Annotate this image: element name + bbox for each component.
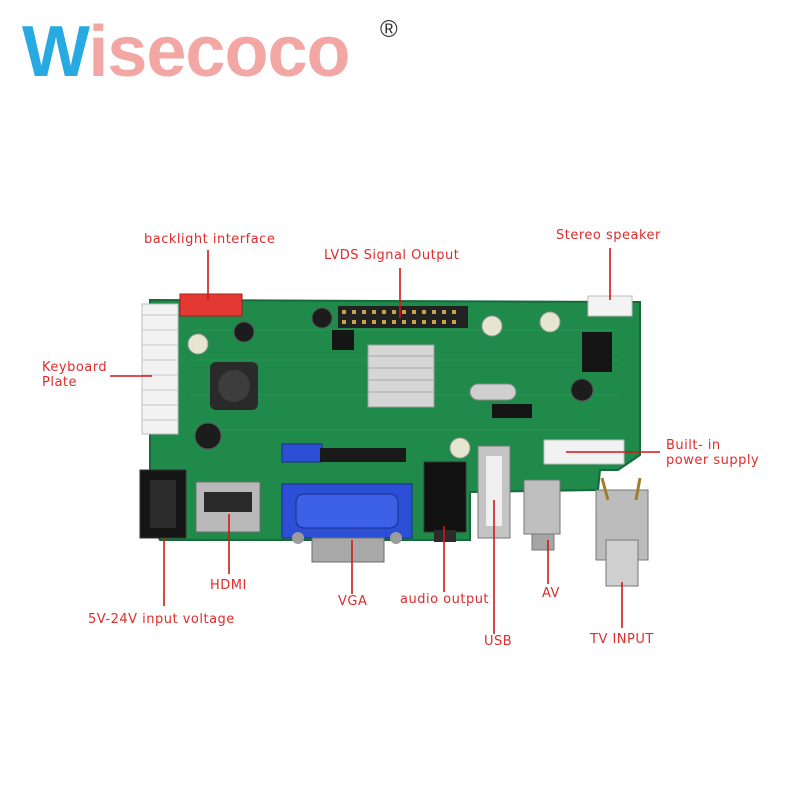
mount-hole [539, 311, 561, 333]
av-connector [523, 479, 561, 535]
mount-hole [481, 315, 503, 337]
label-keyboard-line1: Keyboard [42, 360, 108, 375]
capacitor [570, 378, 594, 402]
leader-lines [110, 248, 660, 634]
logo-rest: isecoco [88, 12, 350, 92]
label-keyboard-plate: Keyboard Plate [42, 360, 107, 390]
mount-hole [187, 333, 209, 355]
blue-connector [281, 443, 323, 463]
label-vga: VGA [338, 594, 368, 609]
capacitor [194, 422, 222, 450]
label-lvds-signal-output: LVDS Signal Output [324, 248, 460, 263]
crystal [469, 383, 517, 401]
keyboard-connector [141, 303, 179, 435]
lvds-header [338, 306, 468, 328]
label-builtin-line1: Built- in [666, 438, 721, 453]
label-builtin-line2: power supply [666, 453, 760, 468]
brand-logo: Wisecoco ® [22, 12, 398, 92]
label-hdmi: HDMI [210, 578, 247, 593]
registered-mark: ® [380, 16, 398, 43]
label-tv-input: TV INPUT [590, 632, 654, 647]
label-audio-output: audio output [400, 592, 490, 607]
audio-jack [423, 461, 467, 533]
capacitor [233, 321, 255, 343]
label-builtin-power-supply: Built- in power supply [666, 438, 759, 468]
heatsink [367, 344, 435, 408]
label-av: AV [542, 586, 560, 601]
label-keyboard-line2: Plate [42, 375, 78, 390]
label-usb: USB [484, 634, 513, 649]
backlight-connector [179, 293, 243, 317]
label-input-voltage: 5V-24V input voltage [88, 612, 235, 627]
label-backlight-interface: backlight interface [144, 232, 276, 247]
logo-letter-w: W [22, 12, 89, 92]
label-stereo-speaker: Stereo speaker [556, 228, 661, 243]
capacitor [311, 307, 333, 329]
mount-hole [449, 437, 471, 459]
